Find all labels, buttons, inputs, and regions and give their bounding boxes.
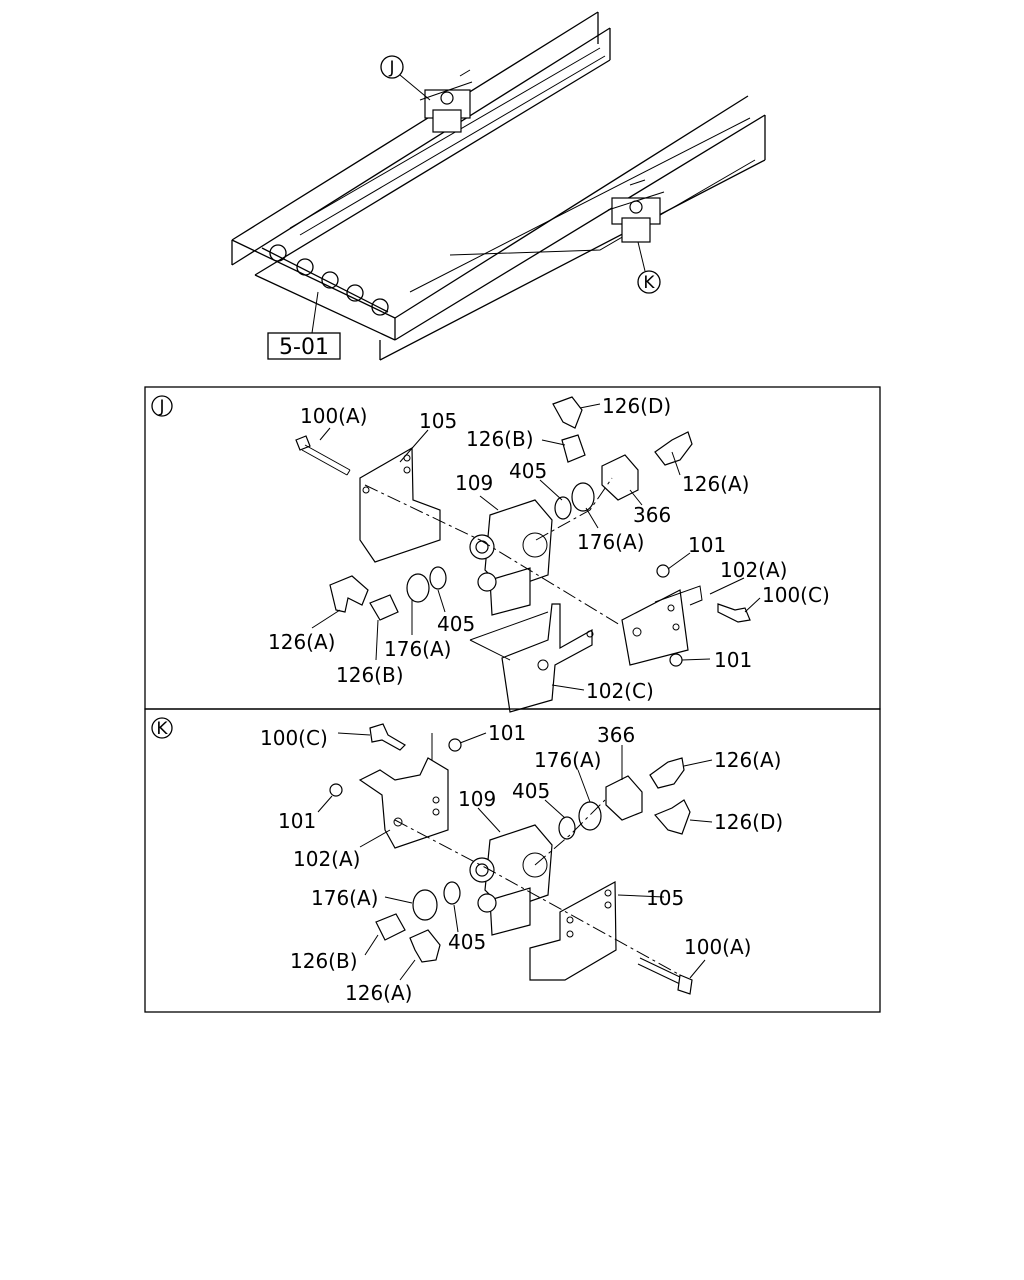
- bolt-100a-k: [637, 957, 683, 985]
- label-105: 105: [646, 886, 684, 910]
- label-100c: 100(C): [260, 726, 328, 750]
- callout-j-circle: [380, 55, 404, 79]
- nut-101-j-top: [656, 564, 670, 578]
- label-126a-right: 126(A): [682, 472, 749, 496]
- label-109: 109: [455, 471, 493, 495]
- label-100a: 100(A): [300, 404, 367, 428]
- panel-k-frame: [144, 708, 881, 1013]
- nut-101-k-left: [329, 783, 343, 797]
- fitting-126b-j-top: [561, 434, 586, 463]
- label-126a-left: 126(A): [268, 630, 335, 654]
- elbow-126a-j-left: [329, 575, 369, 613]
- label-109: 109: [458, 787, 496, 811]
- nut-101-k-top: [448, 738, 462, 752]
- valve-k-overview: [607, 179, 665, 243]
- label-405-bottom: 405: [437, 612, 475, 636]
- panel-j-badge: J: [158, 397, 164, 417]
- label-126d: 126(D): [714, 810, 783, 834]
- label-100c: 100(C): [762, 583, 830, 607]
- bracket-105-k: [529, 880, 617, 981]
- chassis-frame-overview: J K 5-01: [231, 11, 766, 361]
- valve-109-k: [469, 824, 553, 936]
- bolt-100a-j: [295, 435, 351, 476]
- fitting-126a-k-bottom: [409, 929, 441, 963]
- fitting-126b-k: [375, 913, 406, 941]
- ring-405-k-top: [558, 816, 576, 840]
- label-126a-right: 126(A): [714, 748, 781, 772]
- label-126b-top: 126(B): [466, 427, 534, 451]
- plug-176a-j-right: [571, 482, 595, 512]
- callout-k-circle: [637, 270, 661, 294]
- ring-405-j-top: [554, 496, 572, 520]
- panel-k-badge: K: [156, 719, 168, 739]
- label-176a-left: 176(A): [311, 886, 378, 910]
- fitting-126b-j-bottom: [369, 594, 399, 621]
- label-405-top: 405: [509, 459, 547, 483]
- detail-panel-j: J: [144, 386, 881, 713]
- label-176a-right: 176(A): [577, 530, 644, 554]
- ring-405-j-bottom: [429, 566, 447, 590]
- label-176a-top: 176(A): [534, 748, 601, 772]
- ref-box-label: 5-01: [279, 335, 329, 360]
- valve-109-j: [469, 499, 553, 616]
- label-100a: 100(A): [684, 935, 751, 959]
- valve-j-overview: [419, 69, 473, 133]
- label-176a-left: 176(A): [384, 637, 451, 661]
- plug-176a-j-left: [406, 573, 430, 603]
- block-366-j: [601, 454, 639, 501]
- fitting-126d-j: [552, 396, 583, 429]
- ring-405-k-bottom: [443, 881, 461, 905]
- label-101-left: 101: [278, 809, 316, 833]
- label-102a: 102(A): [720, 558, 787, 582]
- block-366-k: [605, 775, 643, 821]
- fitting-126a-k-right: [649, 757, 685, 789]
- bracket-105-j: [359, 446, 441, 563]
- plug-176a-k-left: [412, 889, 438, 921]
- label-366: 366: [597, 723, 635, 747]
- bracket-102c-j: [501, 603, 593, 713]
- ref-box: [267, 332, 341, 360]
- nut-101-j-bottom: [669, 653, 683, 667]
- bolt-100c-k: [369, 723, 406, 751]
- label-102c: 102(C): [586, 679, 654, 703]
- label-126d: 126(D): [602, 394, 671, 418]
- fitting-126d-k: [654, 799, 691, 835]
- label-101-top: 101: [488, 721, 526, 745]
- label-102a: 102(A): [293, 847, 360, 871]
- detail-panel-k: K: [144, 708, 881, 1013]
- label-101-top: 101: [688, 533, 726, 557]
- fitting-126a-j-right: [654, 431, 693, 466]
- label-126b-bottom: 126(B): [336, 663, 404, 687]
- label-405-bottom: 405: [448, 930, 486, 954]
- label-126a-bottom: 126(A): [345, 981, 412, 1005]
- label-405-top: 405: [512, 779, 550, 803]
- label-105: 105: [419, 409, 457, 433]
- bolt-100c-j: [717, 603, 751, 623]
- label-126b: 126(B): [290, 949, 358, 973]
- label-366: 366: [633, 503, 671, 527]
- label-101-bottom: 101: [714, 648, 752, 672]
- callout-k-label: K: [643, 273, 655, 293]
- bracket-102a-k: [358, 757, 449, 849]
- callout-j-label: J: [388, 58, 394, 78]
- plug-176a-k-top: [578, 801, 602, 831]
